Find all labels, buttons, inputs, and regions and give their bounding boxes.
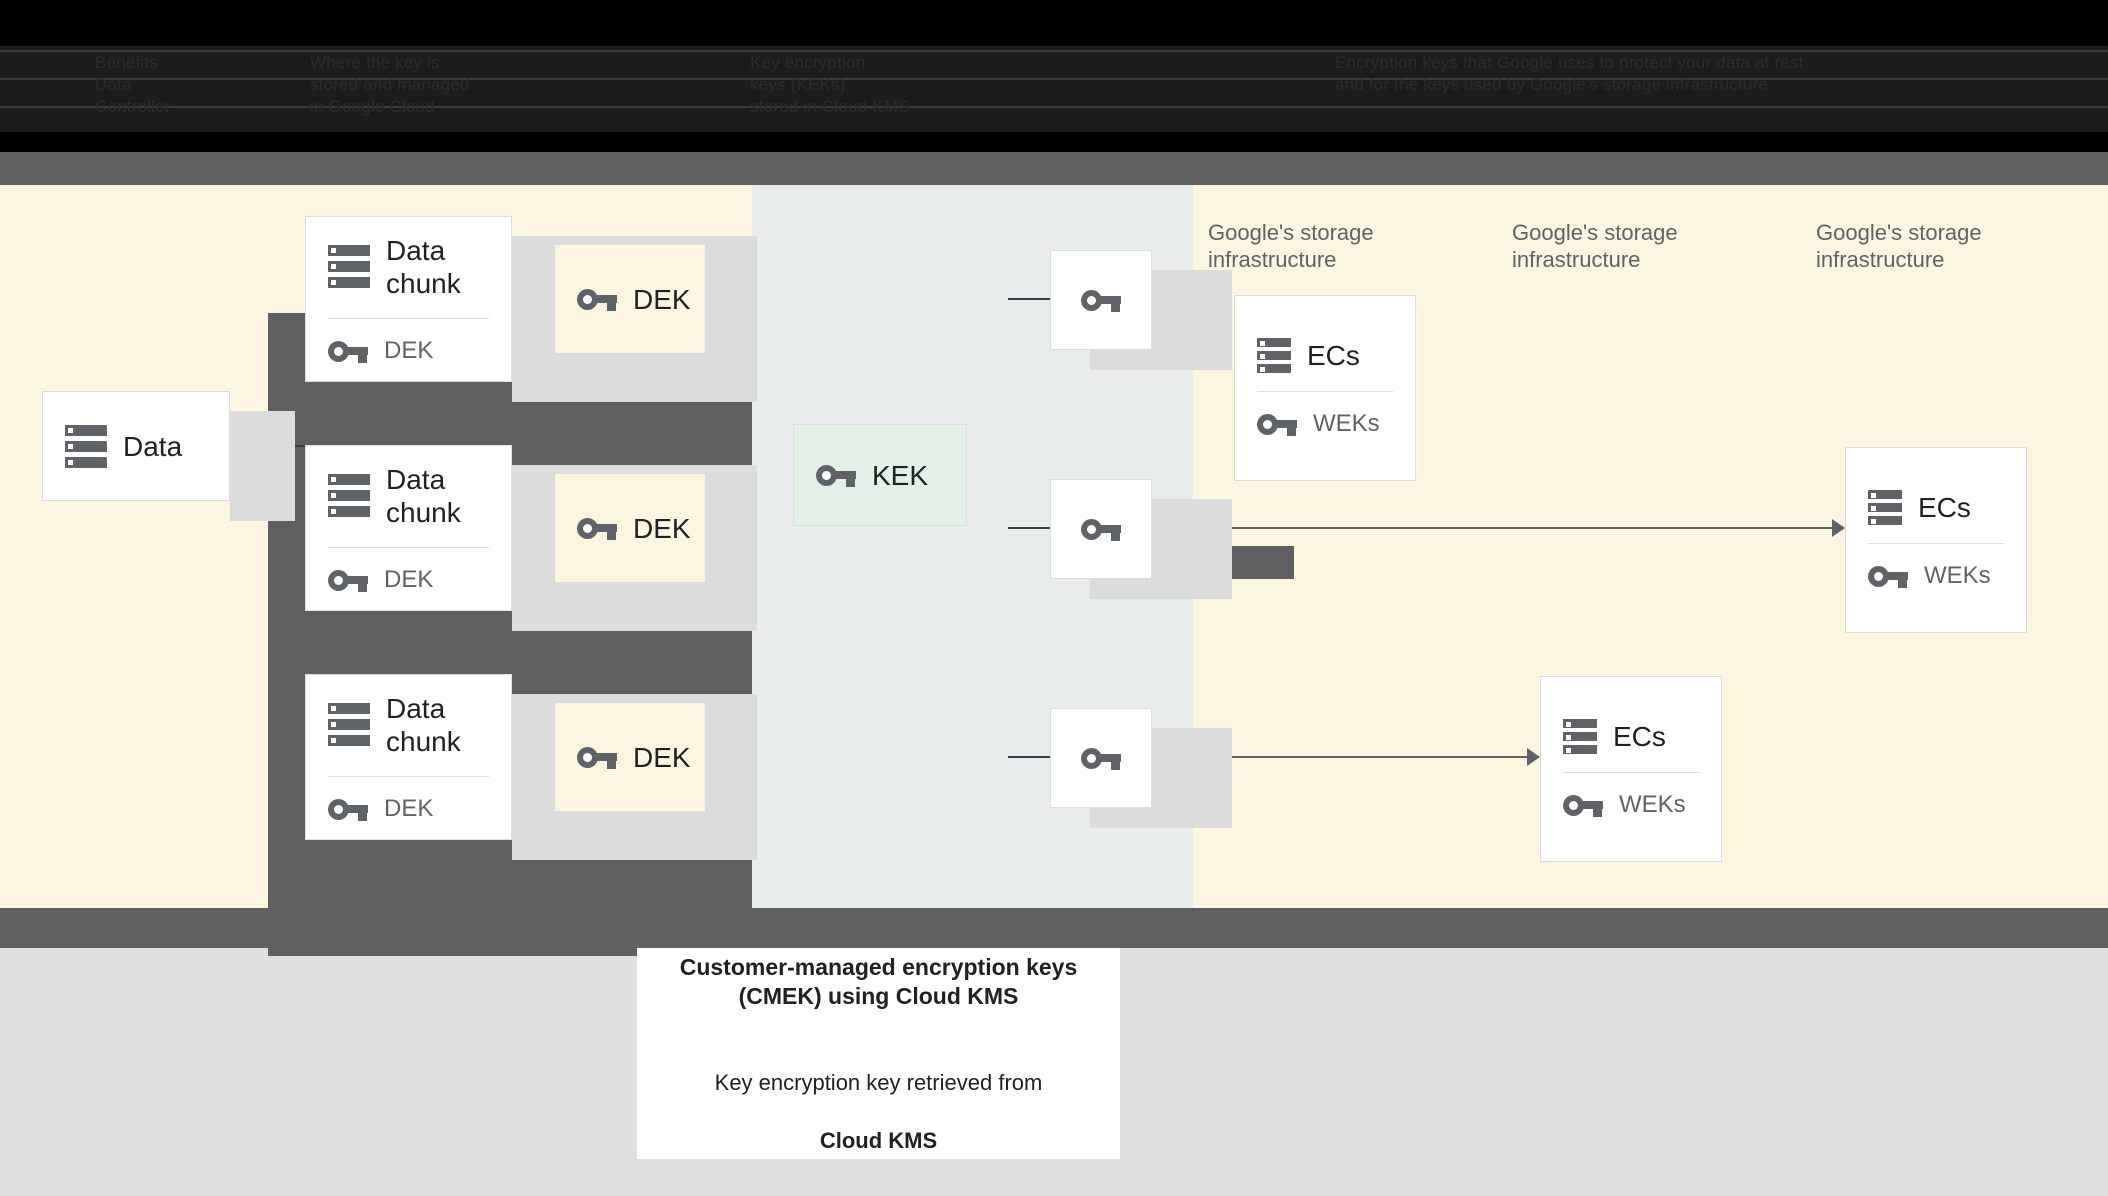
caption-subtitle-line2: Cloud KMS: [819, 1127, 938, 1153]
node-wrapped-key-3[interactable]: [1050, 708, 1152, 808]
caption-title: Customer-managed encryption keys (CMEK) …: [679, 953, 1078, 1009]
node-dek-1[interactable]: DEK: [555, 245, 705, 353]
key-icon: [816, 462, 856, 488]
dek-label: DEK: [633, 512, 691, 544]
database-icon: [328, 474, 370, 517]
header-column-4: Encryption keys that Google uses to prot…: [1335, 53, 1804, 94]
node-data-chunk-3[interactable]: Data chunk DEK: [305, 674, 512, 840]
node-data-chunk-2[interactable]: Data chunk DEK: [305, 445, 512, 611]
database-icon: [1563, 719, 1597, 754]
key-icon: [1868, 563, 1908, 589]
header-column-2: Where the key is stored and managed in G…: [310, 53, 470, 116]
header-column-1: Benefits Data Controller: [95, 53, 171, 116]
key-icon: [1257, 411, 1297, 437]
header-band: [0, 46, 2108, 132]
ecs-title: ECs: [1613, 721, 1666, 752]
card-divider: [328, 775, 489, 777]
node-dek-2[interactable]: DEK: [555, 474, 705, 582]
database-icon: [1257, 338, 1291, 373]
card-divider: [328, 317, 489, 319]
chunk-title: Data chunk: [386, 234, 461, 299]
database-icon: [65, 424, 107, 468]
wire-panel-to-key1: [1008, 298, 1056, 300]
card-divider: [1868, 543, 2004, 544]
wire-key2-to-ecs2: [1152, 527, 1837, 529]
key-icon: [328, 567, 368, 593]
ecs-key-label: WEKs: [1924, 562, 1991, 589]
ecs-key-label: WEKs: [1313, 410, 1380, 437]
database-icon: [328, 703, 370, 746]
node-dek-3[interactable]: DEK: [555, 703, 705, 811]
chunk-key-label: DEK: [384, 565, 434, 593]
obscured-header: Benefits Data Controller Where the key i…: [0, 0, 2108, 152]
node-wrapped-key-1[interactable]: [1050, 250, 1152, 350]
key-icon: [577, 515, 617, 541]
chunk-key-label: DEK: [384, 794, 434, 822]
key-icon: [1081, 287, 1121, 313]
key-icon: [1081, 745, 1121, 771]
key-icon: [1563, 792, 1603, 818]
arrow-to-ecs3: [1527, 748, 1540, 766]
node-ecs-3[interactable]: ECs WEKs: [1540, 676, 1722, 862]
node-data-label: Data: [123, 430, 183, 462]
ecs-key-label: WEKs: [1619, 791, 1686, 818]
arrow-to-ecs2: [1832, 519, 1845, 537]
top-grey-band: [0, 152, 2108, 185]
database-icon: [328, 245, 370, 288]
key-icon: [328, 796, 368, 822]
node-data-chunk-1[interactable]: Data chunk DEK: [305, 216, 512, 382]
node-kek[interactable]: KEK: [793, 424, 967, 526]
data-node-shadow: [230, 411, 295, 521]
node-wrapped-key-2[interactable]: [1050, 479, 1152, 579]
node-ecs-2[interactable]: ECs WEKs: [1845, 447, 2027, 633]
node-ecs-1[interactable]: ECs WEKs: [1234, 295, 1416, 481]
card-divider: [1257, 391, 1393, 392]
key-icon: [328, 338, 368, 364]
kek-label: KEK: [872, 459, 929, 491]
wire-kek-to-key2: [1008, 527, 1056, 529]
key-icon: [577, 744, 617, 770]
chunk-title: Data chunk: [386, 692, 461, 757]
caption-card: Customer-managed encryption keys (CMEK) …: [637, 948, 1120, 1159]
ecs-title: ECs: [1307, 340, 1360, 371]
card-divider: [328, 546, 489, 548]
key-icon: [1081, 516, 1121, 542]
caption-subtitle: Key encryption key retrieved from Cloud …: [715, 1039, 1043, 1155]
key-icon: [577, 286, 617, 312]
infra-label-2: Google's storage infrastructure: [1512, 220, 1678, 272]
caption-subtitle-line1: Key encryption key retrieved from: [714, 1069, 1043, 1095]
header-column-3: Key encryption keys (KEKs) stored in Clo…: [750, 53, 910, 116]
chunk-key-label: DEK: [384, 336, 434, 364]
chunk-title: Data chunk: [386, 463, 461, 528]
database-icon: [1868, 490, 1902, 525]
ecs-title: ECs: [1918, 492, 1971, 523]
wire-key3-to-ecs3: [1152, 756, 1532, 758]
wire-panel-to-key3: [1008, 756, 1056, 758]
card-divider: [1563, 772, 1699, 773]
dek-label: DEK: [633, 283, 691, 315]
infra-label-3: Google's storage infrastructure: [1816, 220, 1982, 272]
diagram-canvas: Data Data chunk DEK Data chunk DEK: [0, 185, 2108, 956]
node-data[interactable]: Data: [42, 391, 230, 501]
dek-label: DEK: [633, 741, 691, 773]
infra-label-1: Google's storage infrastructure: [1208, 220, 1374, 272]
